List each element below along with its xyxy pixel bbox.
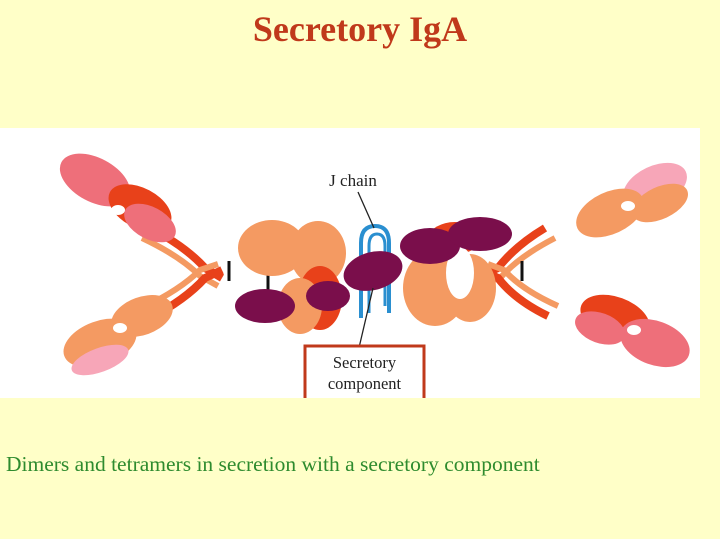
caption: Dimers and tetramers in secretion with a… <box>6 452 540 476</box>
j-chain-label: J chain <box>329 171 377 190</box>
secretory-component-domain <box>400 228 460 264</box>
fab-domain <box>124 203 176 243</box>
right-iga-monomer <box>400 162 690 368</box>
fab-domain <box>71 344 129 376</box>
page-title: Secretory IgA <box>252 9 468 49</box>
j-chain-pointer <box>357 191 375 229</box>
secretory-component-domain <box>343 251 403 291</box>
secretory-component-label-line1: Secretory <box>333 353 397 372</box>
fc-domain <box>238 220 306 276</box>
fab-domain <box>575 311 625 345</box>
secretory-component-label-line2: component <box>328 374 402 393</box>
fc-domain <box>290 221 346 285</box>
secretory-component-domain <box>235 289 295 323</box>
fab-domain <box>631 183 689 223</box>
secretory-component-domain <box>306 281 350 311</box>
iga-diagram: J chain Secretory component <box>0 128 700 404</box>
left-iga-monomer <box>59 153 350 376</box>
fab-domain <box>576 188 644 238</box>
secretory-component-domain <box>448 217 512 251</box>
secretory-component-label-box <box>303 344 426 404</box>
iga-diagram-svg: J chain Secretory component <box>0 128 700 404</box>
secretory-component-pointer <box>357 287 374 353</box>
j-chain <box>359 223 391 318</box>
